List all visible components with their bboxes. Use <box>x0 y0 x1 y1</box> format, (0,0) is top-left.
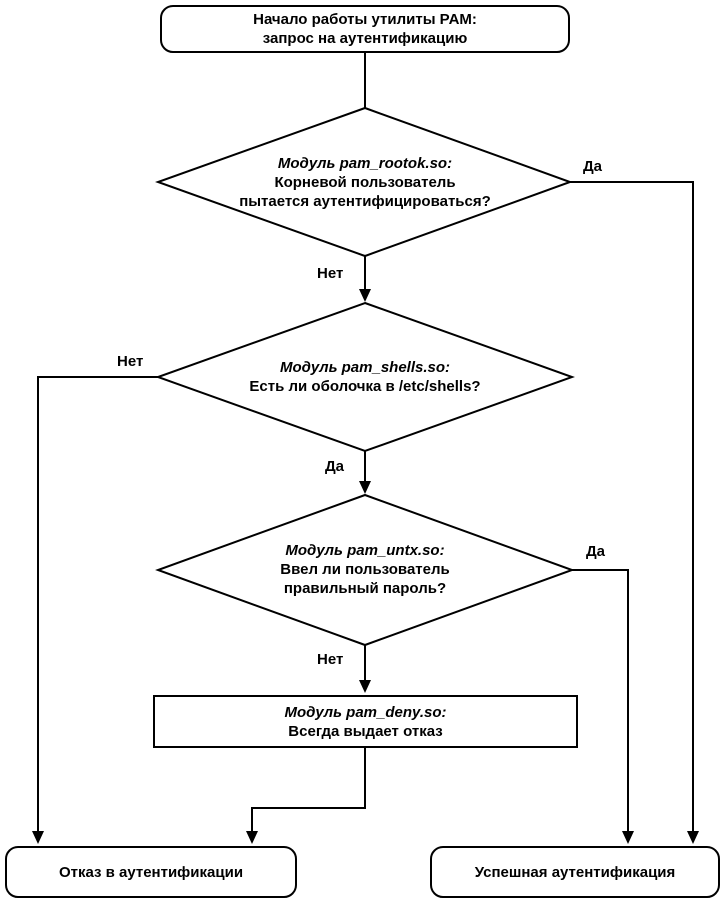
edge-unix-yes <box>572 569 629 833</box>
edge-label-unix-yes: Да <box>586 543 606 560</box>
node-start-line2: запрос на аутентификацию <box>262 30 468 47</box>
diamond-unix <box>155 493 575 647</box>
node-fail: Отказ в аутентификации <box>5 846 297 898</box>
node-deny-line2: Всегда выдает отказ <box>288 722 443 740</box>
edge-shells-no <box>37 376 158 833</box>
edge-label-unix-no: Нет <box>317 651 344 668</box>
arrowhead-into-fail-mid <box>246 831 258 844</box>
node-fail-label: Отказ в аутентификации <box>58 863 244 881</box>
edge-rootok-yes <box>570 181 694 833</box>
node-success-label: Успешная аутентификация <box>474 863 676 881</box>
arrowhead-into-success-mid <box>622 831 634 844</box>
edge-label-rootok-no: Нет <box>317 265 344 282</box>
diamond-rootok <box>155 106 573 258</box>
node-start: Начало работы утилиты PAM: запрос на аут… <box>160 5 570 53</box>
diamond-shells <box>155 301 575 453</box>
node-start-line1: Начало работы утилиты PAM: <box>253 11 477 28</box>
arrowhead-shells-yes <box>359 481 371 494</box>
node-deny: Модуль pam_deny.so: Всегда выдает отказ <box>153 695 578 748</box>
edge-label-shells-yes: Да <box>325 458 345 475</box>
arrowhead-rootok-no <box>359 289 371 302</box>
node-success: Успешная аутентификация <box>430 846 720 898</box>
edge-deny-to-fail <box>251 748 366 833</box>
arrowhead-into-success-right <box>687 831 699 844</box>
arrowhead-into-fail-left <box>32 831 44 844</box>
arrowhead-unix-no <box>359 680 371 693</box>
node-deny-line1: Модуль pam_deny.so: <box>284 703 447 721</box>
edge-label-shells-no: Нет <box>117 353 144 370</box>
edge-label-rootok-yes: Да <box>583 158 603 175</box>
